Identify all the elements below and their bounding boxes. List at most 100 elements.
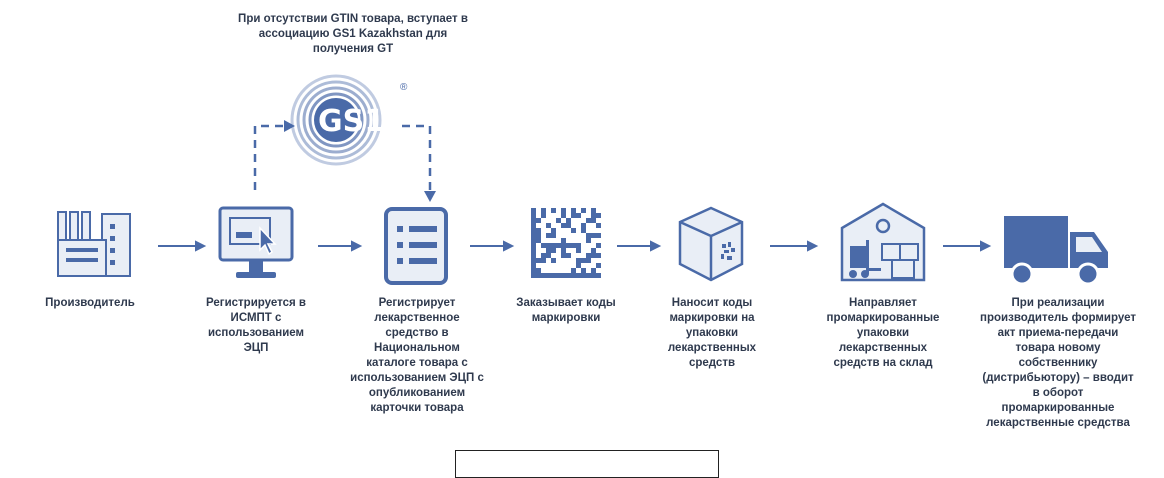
- datamatrix-module: [566, 253, 571, 258]
- datamatrix-module: [531, 263, 536, 268]
- datamatrix-module: [531, 238, 536, 243]
- datamatrix-module: [546, 233, 551, 238]
- delivery-truck-icon: [1004, 216, 1108, 286]
- datamatrix-module: [551, 258, 556, 263]
- datamatrix-module: [576, 258, 581, 263]
- datamatrix-module: [591, 268, 596, 273]
- datamatrix-module: [556, 218, 561, 223]
- datamatrix-module: [596, 243, 601, 248]
- datamatrix-module: [571, 268, 576, 273]
- step-7-label: При реализации производитель формирует а…: [980, 297, 1136, 429]
- factory-icon: [57, 211, 131, 277]
- datamatrix-module: [586, 233, 591, 238]
- datamatrix-module: [536, 233, 541, 238]
- datamatrix-module: [531, 248, 536, 253]
- step-6-label: Направляет промаркированные упаковки лек…: [826, 297, 940, 369]
- datamatrix-module: [531, 208, 536, 213]
- datamatrix-module: [546, 223, 551, 228]
- datamatrix-module: [576, 248, 581, 253]
- datamatrix-module: [581, 258, 586, 263]
- list-document-icon: [384, 207, 448, 285]
- datamatrix-module: [566, 273, 571, 278]
- datamatrix-module: [531, 268, 536, 273]
- warehouse-forklift-icon: [840, 202, 926, 282]
- datamatrix-module: [536, 228, 541, 233]
- datamatrix-module: [536, 218, 541, 223]
- step-5-label: Наносит коды маркировки на упаковки лека…: [667, 297, 757, 369]
- datamatrix-module: [561, 213, 566, 218]
- datamatrix-module: [581, 228, 586, 233]
- datamatrix-module: [581, 273, 586, 278]
- datamatrix-module: [531, 233, 536, 238]
- step-2-label: Регистрируется в ИСМПТ с использованием …: [206, 297, 306, 354]
- datamatrix-module: [596, 213, 601, 218]
- gs1-dashed-connector: [253, 120, 436, 202]
- datamatrix-module: [541, 253, 546, 258]
- step-1-label: Производитель: [45, 297, 135, 309]
- datamatrix-module: [536, 268, 541, 273]
- datamatrix-module: [586, 258, 591, 263]
- datamatrix-module: [596, 223, 601, 228]
- datamatrix-module: [531, 253, 536, 258]
- datamatrix-module: [561, 208, 566, 213]
- datamatrix-module: [561, 223, 566, 228]
- datamatrix-module: [571, 273, 576, 278]
- datamatrix-module: [551, 248, 556, 253]
- datamatrix-module: [596, 263, 601, 268]
- datamatrix-module: [556, 273, 561, 278]
- datamatrix-module: [551, 208, 556, 213]
- datamatrix-module: [566, 223, 571, 228]
- datamatrix-module: [541, 258, 546, 263]
- datamatrix-module: [531, 273, 536, 278]
- datamatrix-module: [591, 273, 596, 278]
- datamatrix-module: [586, 273, 591, 278]
- datamatrix-module: [591, 208, 596, 213]
- datamatrix-module: [531, 243, 536, 248]
- datamatrix-module: [591, 248, 596, 253]
- datamatrix-module: [551, 243, 556, 248]
- datamatrix-module: [571, 208, 576, 213]
- datamatrix-module: [531, 218, 536, 223]
- datamatrix-module: [536, 273, 541, 278]
- datamatrix-module: [546, 243, 551, 248]
- datamatrix-module: [556, 243, 561, 248]
- computer-monitor-icon: [218, 206, 294, 278]
- package-box-icon: [678, 206, 744, 282]
- datamatrix-module: [581, 268, 586, 273]
- datamatrix-module: [531, 228, 536, 233]
- datamatrix-module: [546, 253, 551, 258]
- datamatrix-module: [576, 273, 581, 278]
- datamatrix-module: [566, 218, 571, 223]
- datamatrix-module: [531, 258, 536, 263]
- datamatrix-module: [561, 243, 566, 248]
- datamatrix-module: [576, 213, 581, 218]
- datamatrix-module: [546, 248, 551, 253]
- datamatrix-module: [581, 223, 586, 228]
- datamatrix-module: [561, 273, 566, 278]
- datamatrix-module: [591, 213, 596, 218]
- gs1-logo-icon: GS1 ®: [290, 74, 408, 166]
- datamatrix-module: [586, 218, 591, 223]
- datamatrix-code-icon: [531, 208, 601, 278]
- registered-mark: ®: [400, 82, 408, 93]
- datamatrix-module: [536, 238, 541, 243]
- datamatrix-module: [541, 213, 546, 218]
- flow-arrows: [158, 240, 992, 252]
- caption-box: [455, 450, 719, 478]
- datamatrix-module: [581, 208, 586, 213]
- datamatrix-module: [571, 228, 576, 233]
- datamatrix-module: [536, 258, 541, 263]
- datamatrix-module: [586, 238, 591, 243]
- gs1-logo-text: GS1: [318, 104, 385, 139]
- gtin-note: При отсутствии GTIN товара, вступает в а…: [238, 13, 468, 55]
- datamatrix-module: [586, 253, 591, 258]
- datamatrix-module: [591, 253, 596, 258]
- datamatrix-module: [591, 233, 596, 238]
- datamatrix-module: [591, 218, 596, 223]
- datamatrix-module: [541, 208, 546, 213]
- datamatrix-module: [596, 233, 601, 238]
- datamatrix-module: [571, 243, 576, 248]
- datamatrix-module: [596, 273, 601, 278]
- datamatrix-module: [576, 263, 581, 268]
- datamatrix-module: [531, 223, 536, 228]
